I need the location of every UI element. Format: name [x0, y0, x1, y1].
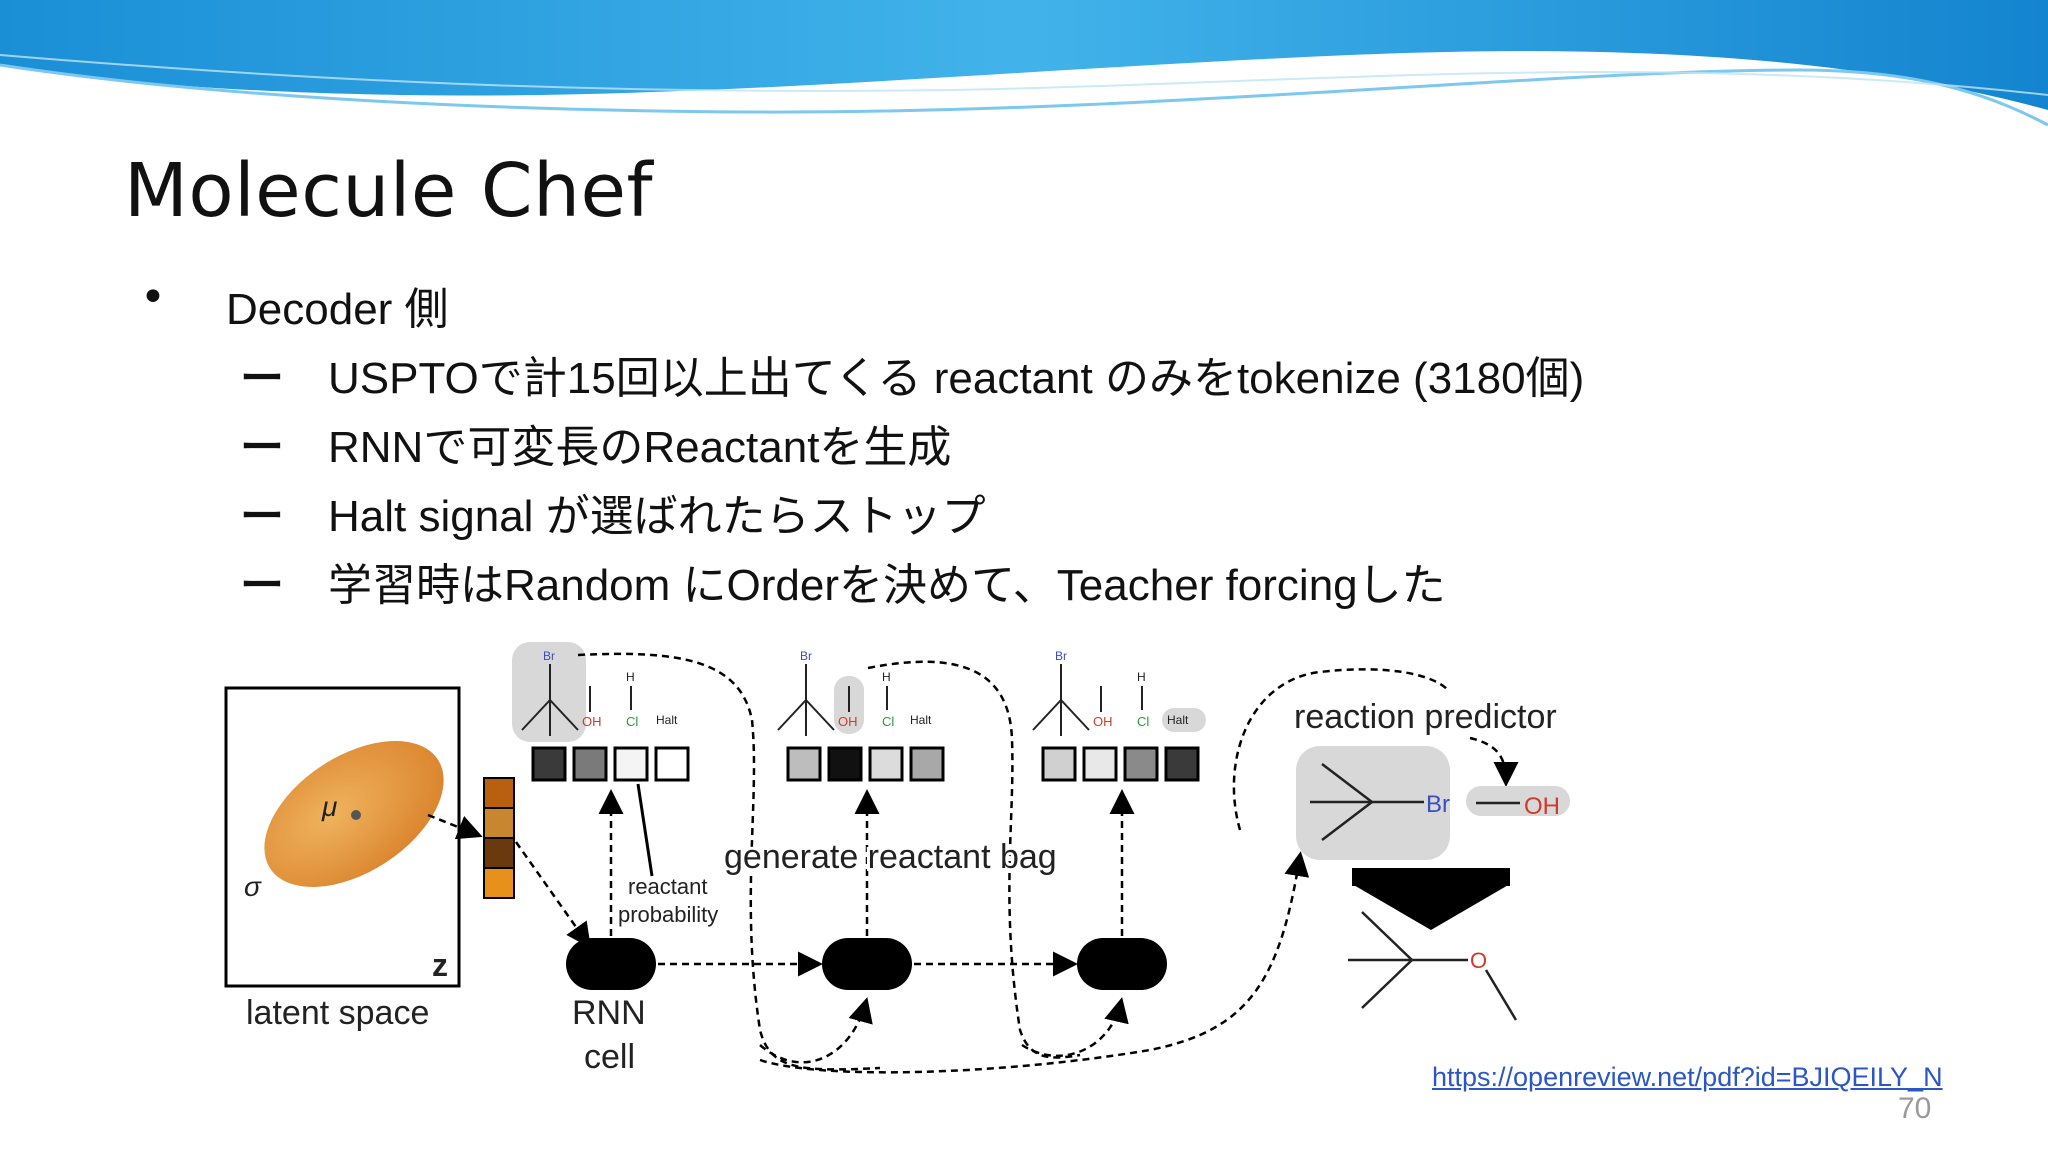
dash-marker: ー: [240, 492, 284, 541]
slide-title: Molecule Chef: [124, 148, 654, 234]
reactant-probability-label-2: probability: [618, 902, 718, 927]
rnn-cell-3: [1077, 938, 1167, 990]
svg-text:OH: OH: [582, 714, 602, 729]
svg-text:OH: OH: [1524, 793, 1560, 820]
reactant-probability-label-1: reactant: [628, 874, 708, 899]
bromide-molecule: [1310, 763, 1424, 841]
cell-label: cell: [584, 1038, 635, 1076]
svg-text:Halt: Halt: [1167, 713, 1189, 727]
svg-text:H: H: [626, 670, 635, 684]
prob-bar-2: [786, 746, 945, 782]
svg-text:H: H: [882, 670, 891, 684]
latent-vector: [483, 777, 515, 899]
svg-text:O: O: [1470, 948, 1487, 973]
svg-text:Br: Br: [1426, 791, 1450, 818]
generate-reactant-bag-label: generate reactant bag: [724, 838, 1057, 876]
svg-text:Cl: Cl: [626, 714, 638, 729]
rnn-label: RNN: [572, 994, 646, 1032]
product-molecule: [1348, 911, 1518, 1021]
bullet-dot: •: [140, 272, 166, 323]
mu-point: [351, 810, 361, 820]
rnn-cell-1: [566, 938, 656, 990]
molecule-group-1: Br OH H Cl Halt: [512, 642, 678, 742]
svg-text:Cl: Cl: [1137, 714, 1149, 729]
reactant-oh-box: [1466, 786, 1570, 816]
rnn-cell-2: [822, 938, 912, 990]
reaction-predictor-label: reaction predictor: [1294, 698, 1557, 736]
latent-space-label: latent space: [246, 994, 429, 1032]
svg-text:OH: OH: [838, 714, 858, 729]
z-label: z: [432, 947, 448, 983]
source-link[interactable]: https://openreview.net/pdf?id=BJIQEILY_N: [1432, 1062, 1943, 1092]
page-number: 70: [1898, 1092, 1932, 1125]
molecule-group-2: Br OH H Cl Halt: [777, 649, 932, 736]
svg-text:OH: OH: [1093, 714, 1113, 729]
svg-text:Br: Br: [1055, 649, 1067, 663]
dash-marker: ー: [240, 423, 284, 472]
svg-text:Br: Br: [543, 649, 555, 663]
svg-text:H: H: [1137, 670, 1146, 684]
mu-label: μ: [321, 791, 337, 822]
dash-marker: ー: [240, 354, 284, 403]
subbullet-2: RNNで可変長のReactantを生成: [328, 423, 952, 472]
prob-bar-1: [531, 746, 690, 782]
svg-text:Halt: Halt: [910, 713, 932, 727]
subbullet-3: Halt signal が選ばれたらストップ: [328, 492, 986, 541]
prob-bar-3: [1041, 746, 1200, 782]
sigma-label: σ: [244, 871, 262, 902]
header-wave: [0, 0, 2048, 127]
subbullet-4: 学習時はRandom にOrderを決めて、Teacher forcingした: [328, 561, 1446, 610]
svg-text:Br: Br: [800, 649, 812, 663]
molecule-group-3: Br OH H Cl Halt: [1032, 649, 1206, 736]
svg-text:Cl: Cl: [882, 714, 894, 729]
dash-marker: ー: [240, 561, 284, 610]
svg-text:Halt: Halt: [656, 713, 678, 727]
subbullet-1: USPTOで計15回以上出てくる reactant のみをtokenize (3…: [328, 354, 1585, 403]
bullet-decoder: Decoder 側: [226, 285, 449, 334]
